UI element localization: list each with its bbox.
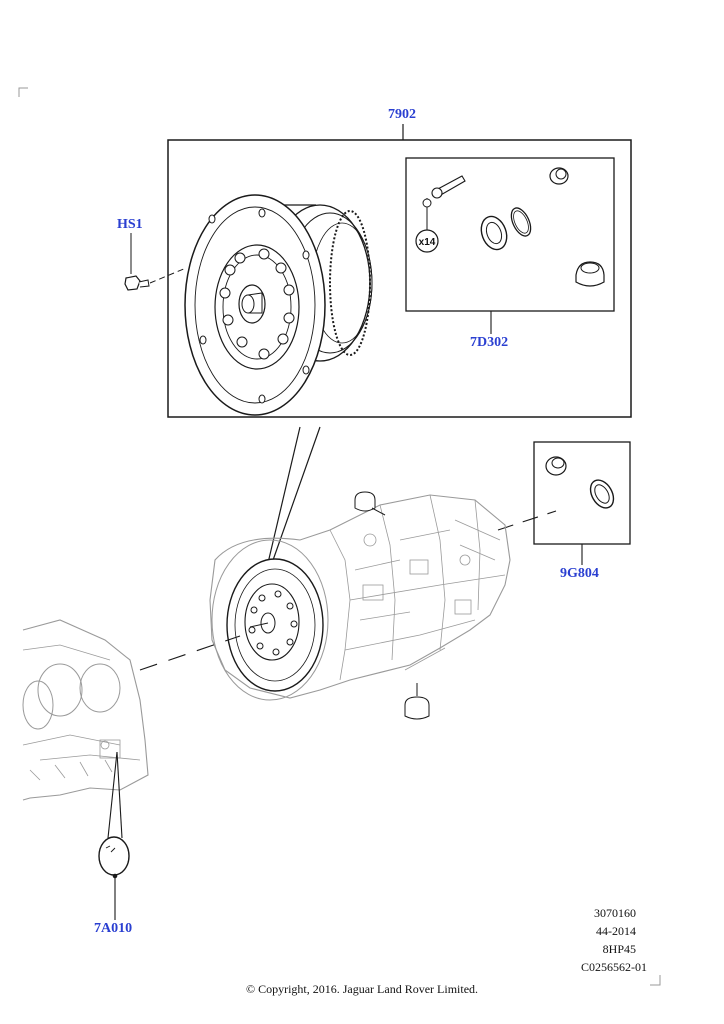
transmission-sketch xyxy=(209,494,511,701)
kit-7902-leaders xyxy=(267,426,321,564)
callout-9g804[interactable]: 9G804 xyxy=(560,566,599,581)
installed-converter xyxy=(226,558,324,692)
crop-marks xyxy=(18,87,661,986)
drawing-model: 8HP45 xyxy=(602,942,636,956)
drawing-code: C0256562-01 xyxy=(581,960,647,974)
drawing-number: 3070160 xyxy=(594,906,636,920)
callout-hs1[interactable]: HS1 xyxy=(117,217,143,232)
torque-converter xyxy=(184,194,373,416)
callout-7d302[interactable]: 7D302 xyxy=(470,335,509,350)
callout-7902[interactable]: 7902 xyxy=(388,107,416,122)
side-kit-parts xyxy=(545,456,615,509)
drawing-date: 44-2014 xyxy=(596,924,636,938)
copyright-notice: © Copyright, 2016. Jaguar Land Rover Lim… xyxy=(245,982,479,996)
kit-9g804-box xyxy=(497,441,631,565)
callout-7a010[interactable]: 7A010 xyxy=(94,921,133,936)
engine-alignment-line xyxy=(139,635,241,671)
engine-block-sketch xyxy=(22,619,149,801)
kit-7902-box xyxy=(167,124,632,418)
cover-7a010 xyxy=(98,751,130,920)
qty-badge-text: x14 xyxy=(419,237,436,248)
kit-7d302-box xyxy=(405,157,615,334)
seal-kit-parts xyxy=(415,167,605,287)
hs1-screw xyxy=(124,233,187,291)
transmission-plugs xyxy=(354,491,430,720)
